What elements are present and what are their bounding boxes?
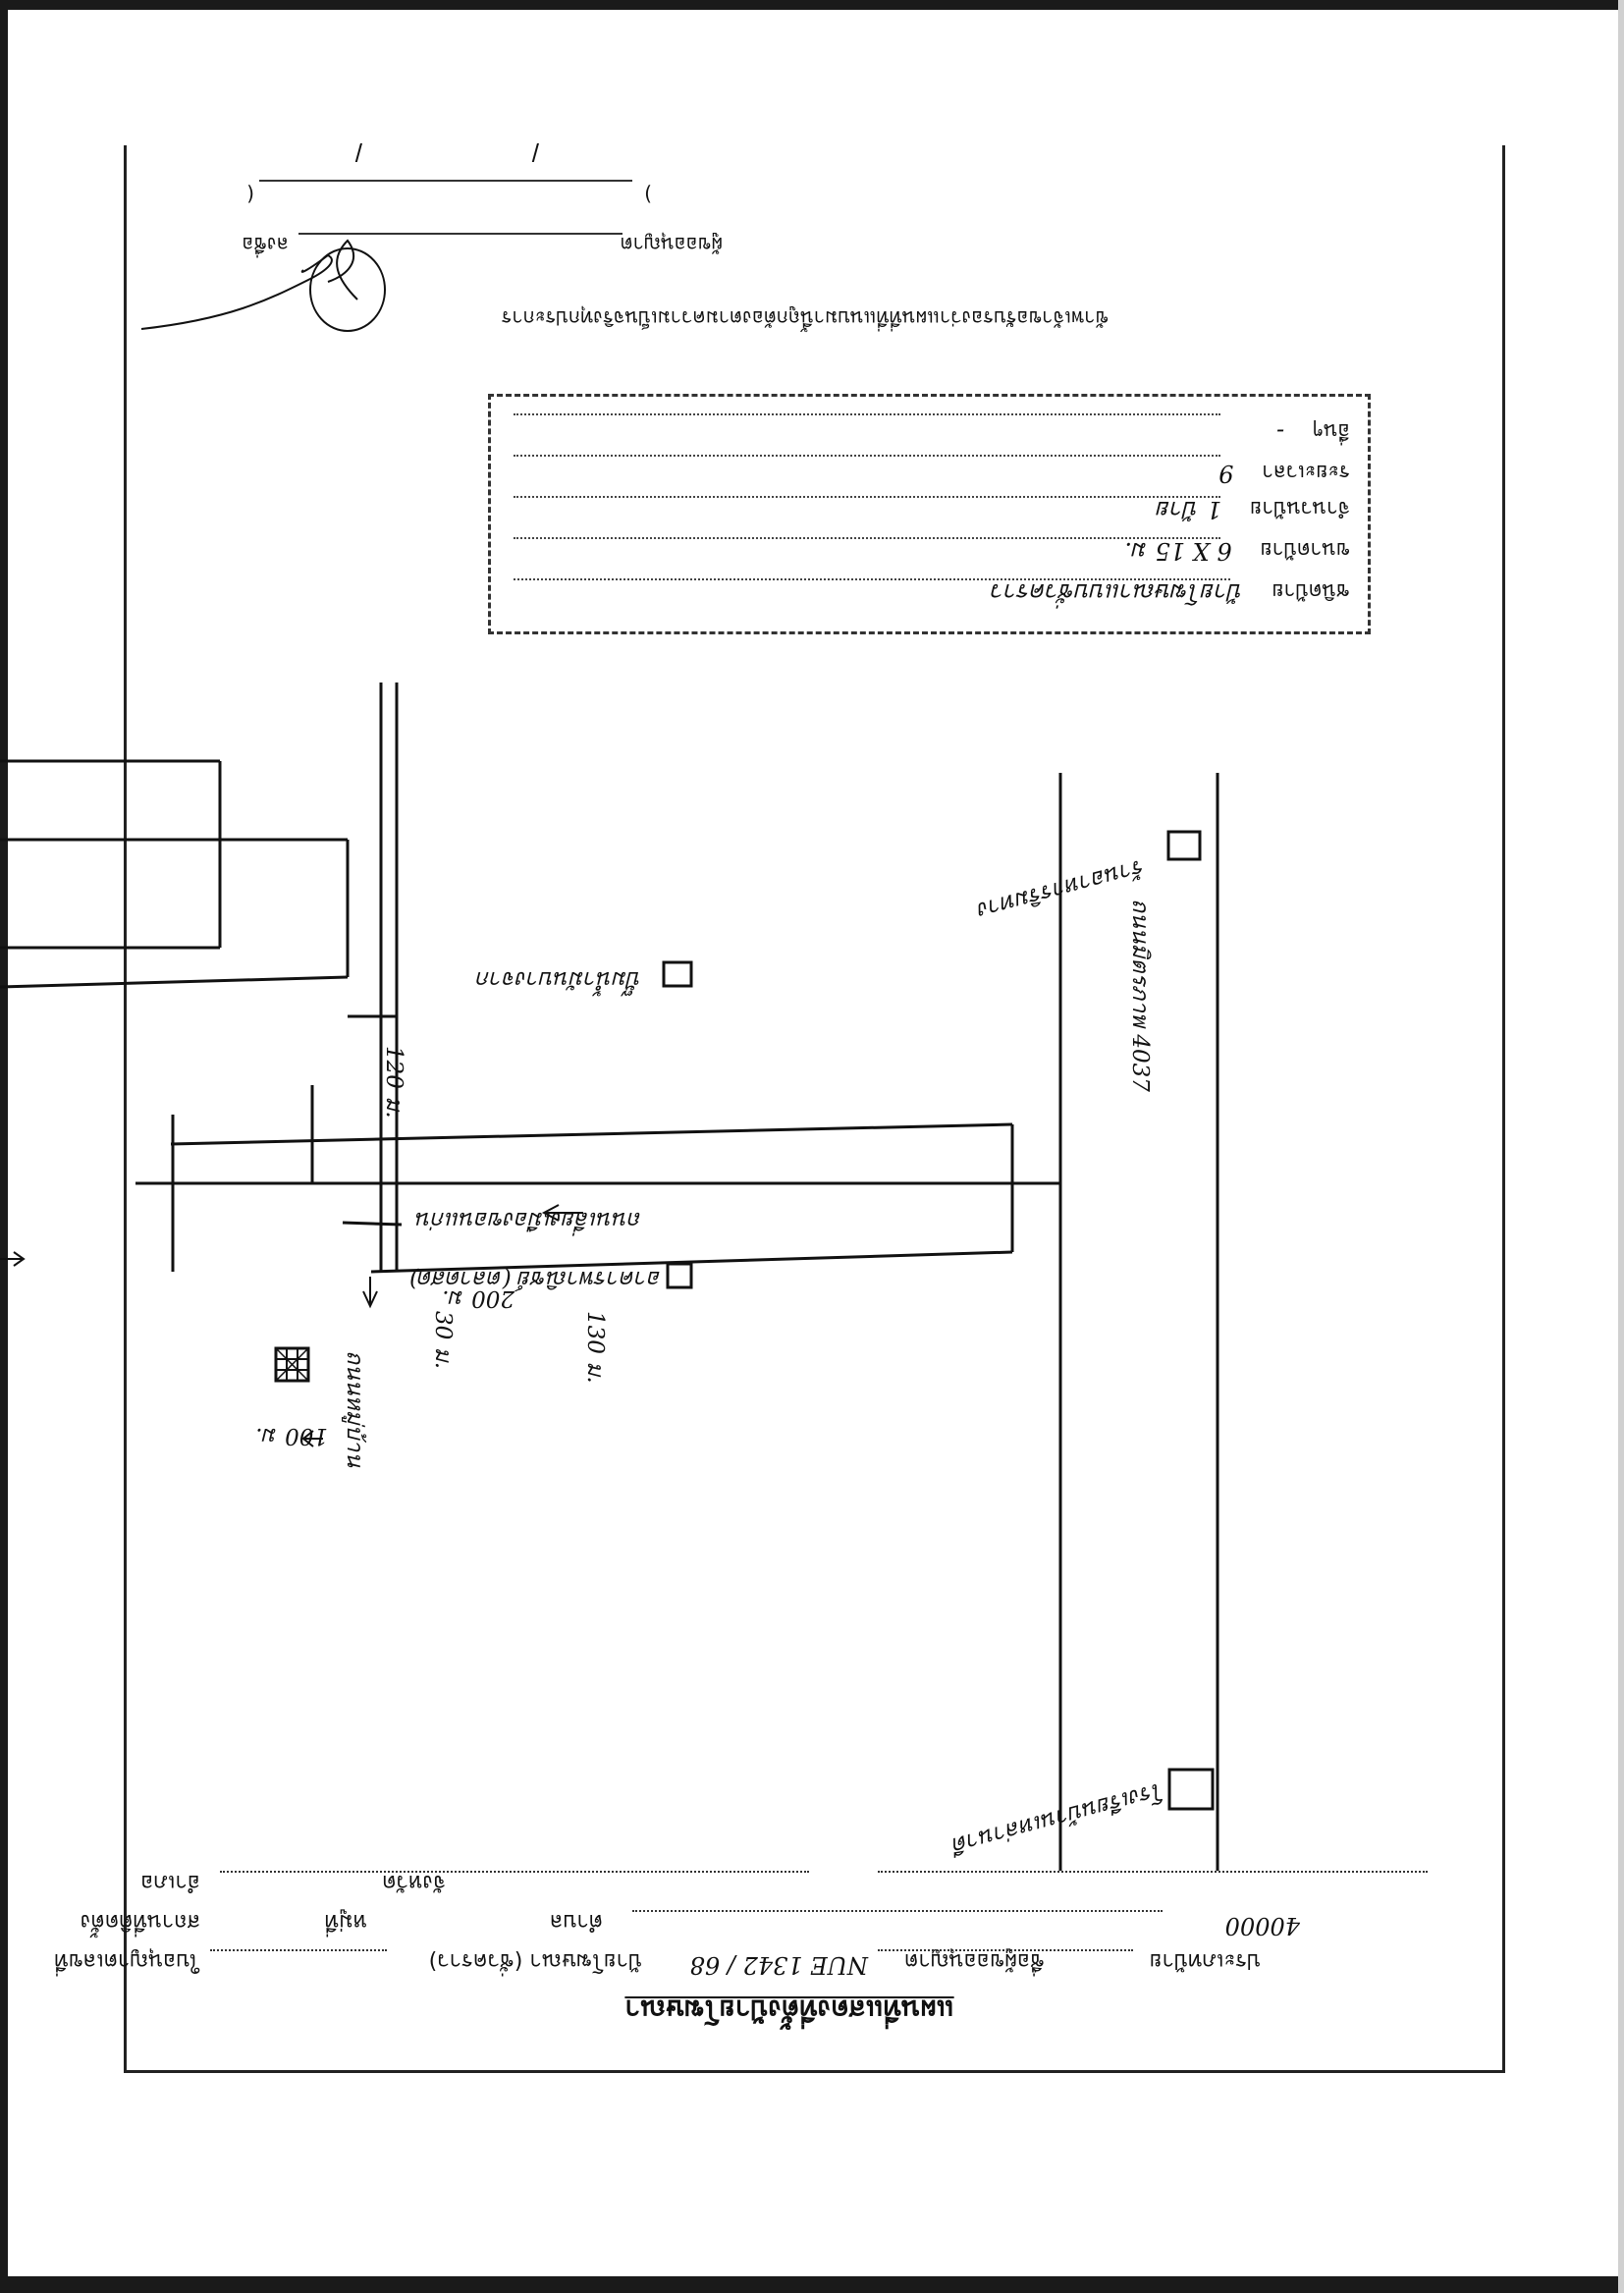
landmark-box-2	[666, 1262, 693, 1289]
side-road-label: ถนนเลี่ยงเมืองขอนแก่น	[415, 1207, 642, 1236]
sign-line	[298, 233, 623, 235]
landmark-box-3	[1166, 830, 1202, 861]
date-slash: /	[354, 137, 362, 167]
junction-tick	[342, 1221, 403, 1227]
landmark-box-1	[662, 960, 693, 988]
lane-top-end-2	[0, 975, 349, 989]
signboard-location-marker	[274, 1346, 310, 1383]
distance-label: 130 ม.	[582, 1311, 608, 1384]
landmark-label: ปั๊มน้ำมันบางจาก	[476, 966, 642, 997]
distance-label: 100 ม.	[255, 1423, 328, 1448]
scan-border-bottom	[0, 2276, 1624, 2293]
date-paren-close: (	[246, 183, 254, 206]
arrow-icon	[301, 1430, 323, 1447]
highway-label: ถนนมิตรภาพ 4037	[1127, 899, 1153, 1092]
arrow-icon	[541, 1204, 583, 1222]
lane-label: ถนนหมู่บ้าน	[342, 1350, 367, 1468]
distance-label: 30 ม.	[430, 1311, 456, 1369]
date-paren-open: )	[644, 183, 652, 206]
landmark-label: อาคารพาณิชย์ (ตลาดสด)	[409, 1266, 662, 1292]
sign-label: ลงชื่อ	[242, 233, 289, 256]
date-slash: /	[531, 137, 539, 167]
distance-label: 120 ม.	[381, 1046, 406, 1119]
applicant-role: ผู้ขออนุญาต	[620, 233, 723, 256]
date-line	[259, 180, 632, 182]
scan-border-right	[1618, 0, 1624, 2293]
scan-border-left	[0, 0, 8, 2293]
scan-border-top	[0, 0, 1624, 10]
landmark-box-4	[1167, 1768, 1215, 1811]
arrow-icon	[0, 1251, 26, 1267]
side-road-edge-mid	[370, 1250, 1013, 1274]
distance-label: 200 ม.	[442, 1285, 515, 1311]
arrow-icon	[362, 1277, 378, 1309]
